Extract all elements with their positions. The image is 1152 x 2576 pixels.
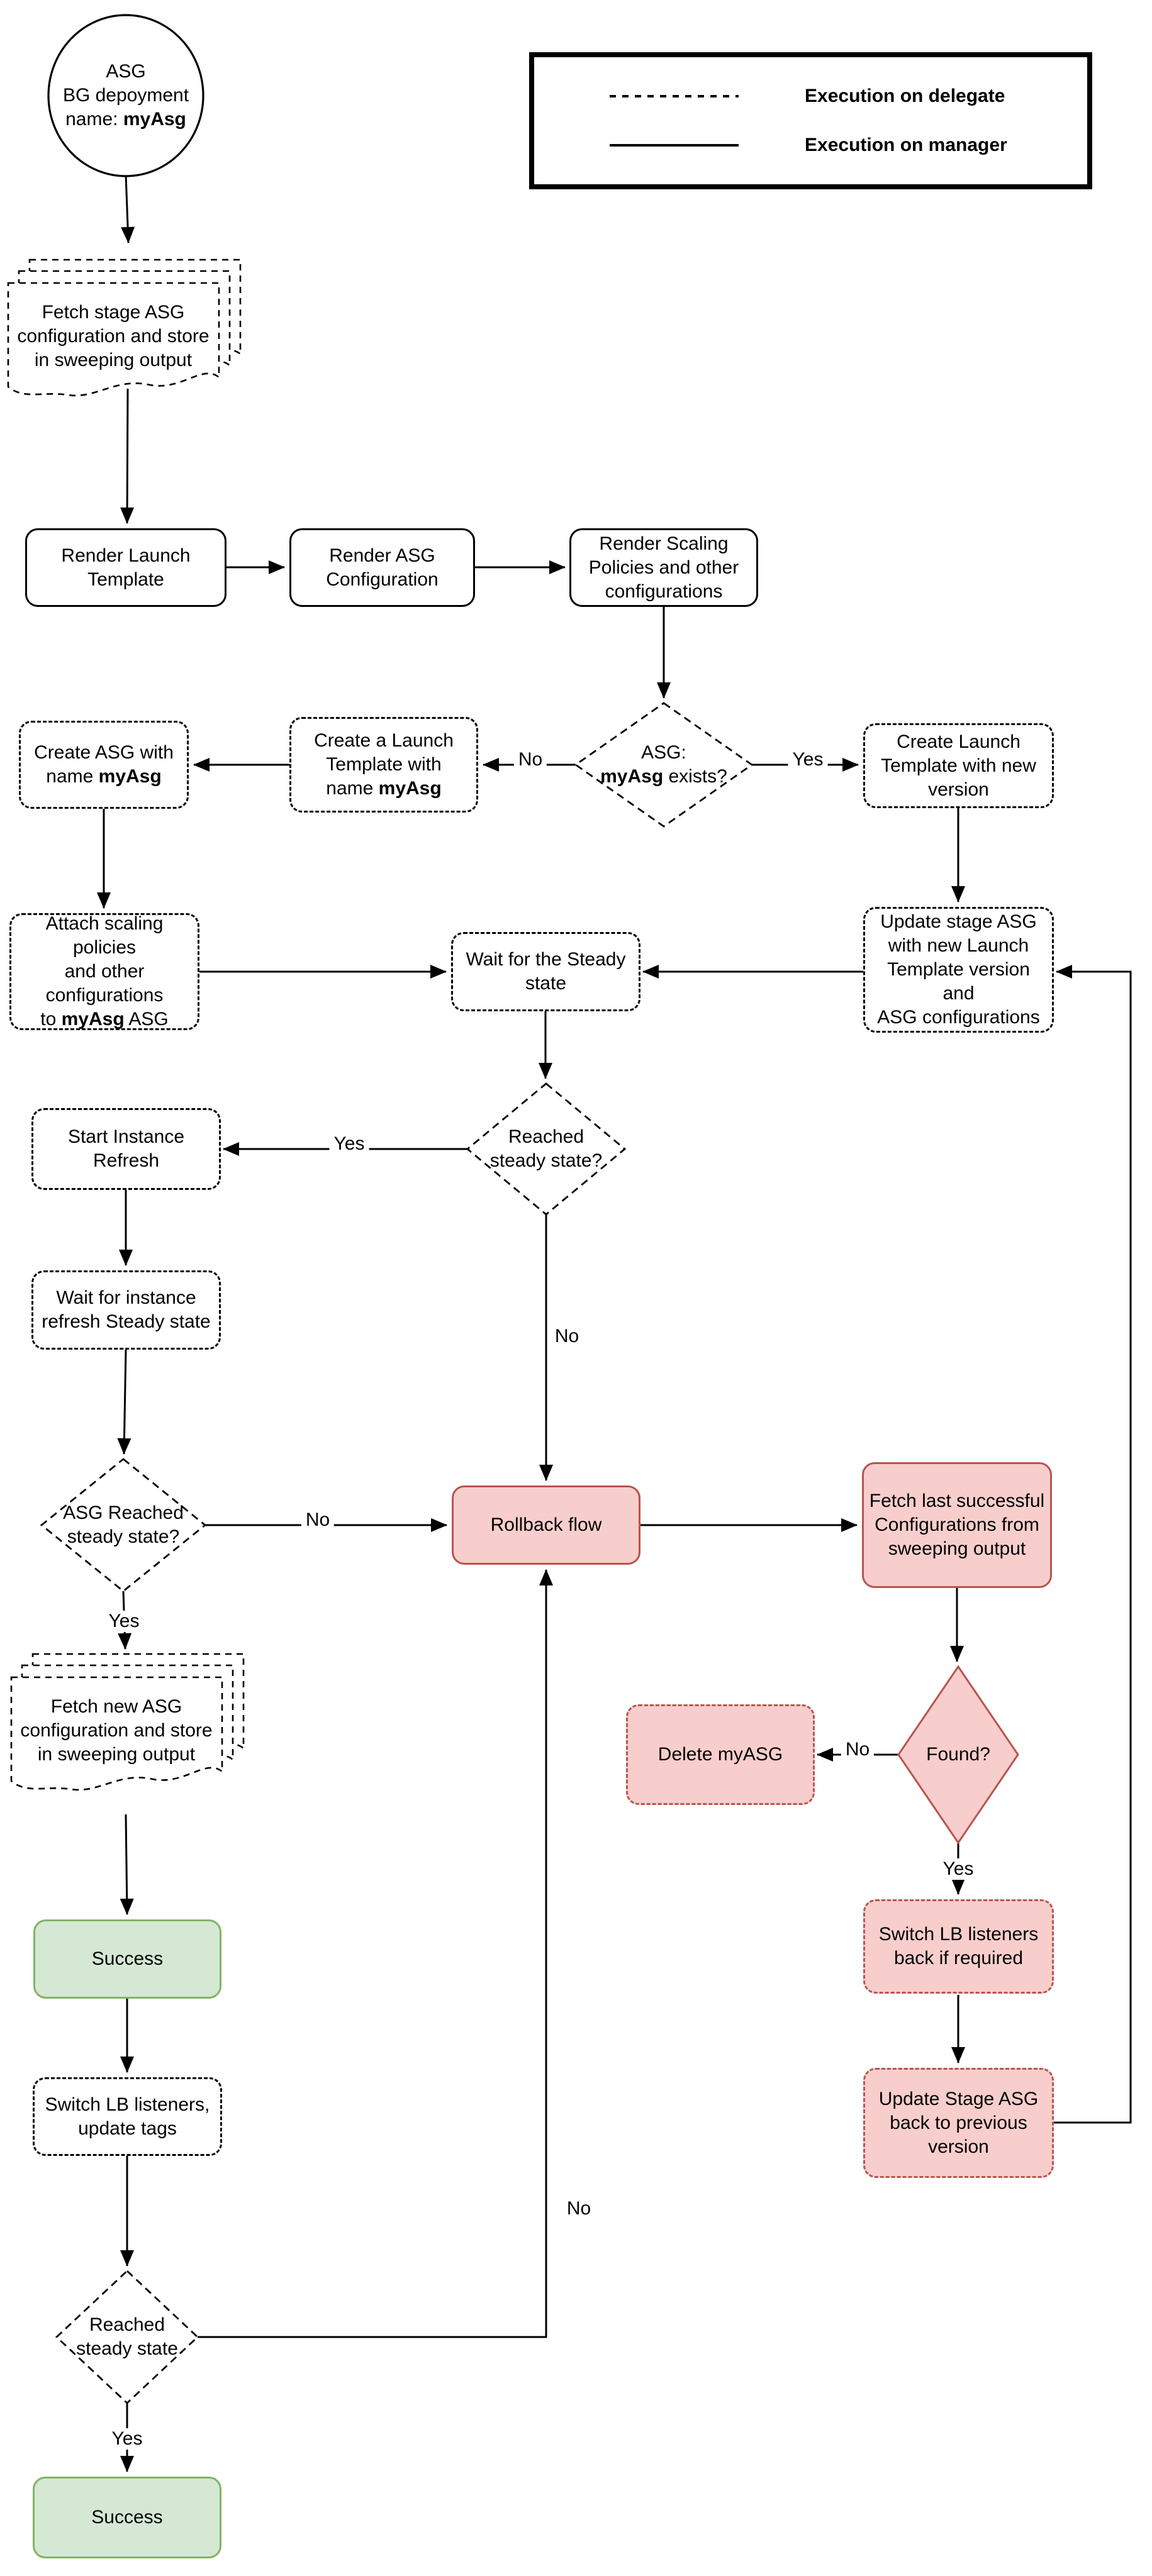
legend-label-delegate: Execution on delegate <box>805 85 1005 106</box>
edge-label-found-yes: Yes <box>938 1858 978 1880</box>
process-rollback-flow: Rollback flow <box>452 1485 640 1565</box>
legend-label-manager: Execution on manager <box>805 135 1007 156</box>
doc-fetch-new-shape <box>10 1653 245 1791</box>
edge-fetch-stage-to-render-launch <box>120 388 135 524</box>
edge-reached-bottom-no-loop <box>198 1569 553 2338</box>
edge-label-reached-steady-no: No <box>550 1326 584 1347</box>
legend-row-delegate: Execution on delegate <box>534 86 1087 107</box>
terminal-success-main: Success <box>33 1919 221 1999</box>
terminal-success-final: Success <box>33 2477 221 2558</box>
edge-fetch-new-to-success <box>120 1814 134 1915</box>
process-rollback-flow-label: Rollback flow <box>490 1514 602 1535</box>
edge-label-asg-reached-no: No <box>301 1509 335 1531</box>
legend-solid-line-sample <box>610 144 739 147</box>
process-switch-lb-listeners-tags-label: Switch LB listeners,update tags <box>45 2094 210 2139</box>
terminal-success-main-label: Success <box>91 1948 164 1969</box>
decision-asg-exists-shape <box>574 702 754 828</box>
edge-label-reached-bottom-yes: Yes <box>107 2428 147 2450</box>
legend-row-manager: Execution on manager <box>534 135 1087 156</box>
process-delete-myasg: Delete myASG <box>626 1704 815 1805</box>
legend-dashed-line-sample <box>610 94 739 97</box>
edge-update-back-loop-to-update-stage <box>1054 965 1132 2124</box>
decision-reached-steady-shape <box>466 1082 627 1216</box>
edge-label-found-no: No <box>841 1739 875 1760</box>
doc-fetch-stage-shape <box>7 258 242 397</box>
decision-found-shape <box>897 1665 1019 1845</box>
edge-label-asg-exists-no: No <box>513 749 547 770</box>
edge-start-to-fetch-stage <box>121 174 135 243</box>
terminal-success-final-label: Success <box>91 2507 163 2528</box>
process-delete-myasg-label: Delete myASG <box>657 1744 783 1765</box>
process-switch-lb-listeners-tags: Switch LB listeners,update tags <box>33 2077 222 2156</box>
decision-asg-reached-shape <box>40 1458 207 1592</box>
edge-wait-instance-to-asg-reached <box>117 1349 131 1455</box>
edge-label-reached-bottom-no: No <box>562 2198 596 2219</box>
edge-label-asg-exists-yes: Yes <box>788 749 828 770</box>
edge-label-reached-steady-yes: Yes <box>329 1133 369 1155</box>
decision-reached-bottom-shape <box>55 2270 199 2404</box>
edge-label-asg-reached-yes: Yes <box>104 1611 144 1632</box>
legend: Execution on delegate Execution on manag… <box>529 52 1092 189</box>
start-node-shape <box>47 14 204 177</box>
